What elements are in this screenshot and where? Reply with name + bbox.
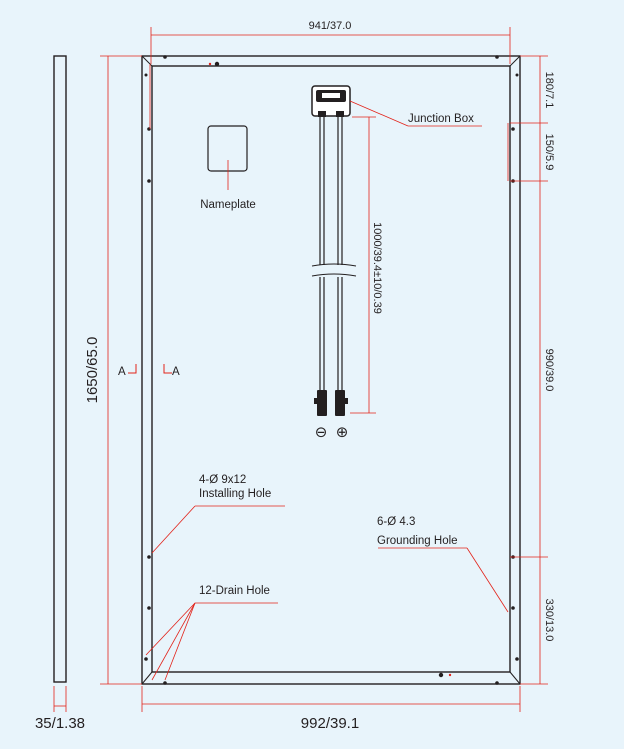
cable-break: [311, 263, 357, 277]
dim-hole-spacing: 990/39.0: [543, 349, 555, 392]
side-profile: [53, 55, 67, 712]
dim-ground-hole-offset: 150/5.9: [543, 134, 555, 171]
dim-thickness: 35/1.38: [35, 715, 85, 732]
label-section-right: A: [172, 366, 180, 378]
label-installing-hole-line2: Installing Hole: [199, 488, 271, 500]
dim-frame-width: 992/39.1: [301, 715, 359, 732]
plus-terminal-icon: ⊕: [336, 424, 349, 441]
label-installing-hole-line1: 4-Ø 9x12: [199, 474, 246, 486]
nameplate: [207, 125, 248, 190]
dim-height: 1650/65.0: [84, 337, 101, 404]
dim-cable-length: 1000/39.4±10/0.39: [371, 222, 383, 314]
section-marks: [128, 364, 172, 374]
bottom-dimension: [141, 686, 521, 712]
label-nameplate: Nameplate: [200, 199, 256, 211]
cables: [319, 117, 343, 392]
dim-overall-width: 941/37.0: [309, 20, 352, 32]
label-junction-box: Junction Box: [408, 113, 474, 125]
leaders: [145, 505, 509, 681]
left-dimension: [100, 55, 142, 685]
top-dimension: [150, 27, 511, 64]
panel-frame: [141, 55, 521, 685]
label-section-left: A: [118, 366, 126, 378]
label-grounding-hole-line2: Grounding Hole: [377, 535, 458, 547]
label-drain-hole: 12-Drain Hole: [199, 585, 270, 597]
dim-top-hole-offset: 180/7.1: [543, 72, 555, 109]
frame-holes: [144, 55, 519, 685]
cable-dimension: [350, 116, 376, 414]
dim-bottom-hole-offset: 330/13.0: [543, 599, 555, 642]
right-dimensions: [507, 55, 548, 685]
minus-terminal-icon: ⊖: [315, 424, 328, 441]
label-grounding-hole-line1: 6-Ø 4.3: [377, 516, 415, 528]
connectors: [314, 390, 348, 416]
junction-box: [311, 85, 482, 127]
